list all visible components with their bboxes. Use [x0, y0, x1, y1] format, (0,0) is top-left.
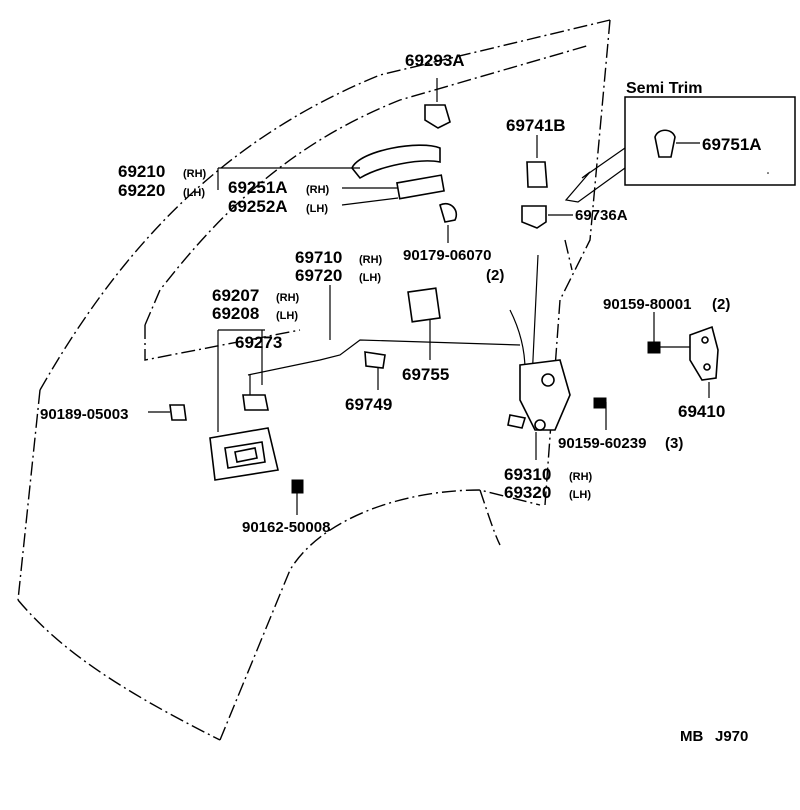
- label-69252A-lh: (LH): [306, 203, 328, 215]
- label-90159-60239: 90159-60239: [558, 435, 646, 452]
- label-69320: 69320: [504, 483, 551, 502]
- label-69410: 69410: [678, 402, 725, 421]
- screw-90162: [291, 479, 304, 494]
- clip-90189: [169, 404, 187, 421]
- label-69310-rh: (RH): [569, 471, 593, 483]
- label-69749: 69749: [345, 395, 392, 414]
- label-semi-trim: Semi Trim: [626, 80, 702, 97]
- label-code-j970: J970: [715, 728, 748, 745]
- label-69293A: 69293A: [405, 51, 465, 70]
- clip-90179: [439, 202, 458, 223]
- label-90159-80001-qty: (2): [712, 296, 730, 313]
- label-69251A: 69251A: [228, 178, 288, 197]
- label-69710-rh: (RH): [359, 254, 383, 266]
- bracket-69293A: [424, 104, 451, 129]
- label-90159-80001: 90159-80001: [603, 296, 691, 313]
- clip-69749: [364, 351, 386, 369]
- label-69208: 69208: [212, 304, 259, 323]
- label-90159-60239-qty: (3): [665, 435, 683, 452]
- label-69251A-rh: (RH): [306, 184, 330, 196]
- part-69741B: [526, 161, 548, 188]
- label-69220: 69220: [118, 181, 165, 200]
- label-69210-rh: (RH): [183, 168, 207, 180]
- label-90179-qty: (2): [486, 267, 504, 284]
- label-69207-rh: (RH): [276, 292, 300, 304]
- label-69720: 69720: [295, 266, 342, 285]
- label-69710: 69710: [295, 248, 342, 267]
- label-90162-50008: 90162-50008: [242, 519, 330, 536]
- label-code-mb: MB: [680, 728, 703, 745]
- semi-trim-inset: [564, 96, 796, 203]
- label-90189-05003: 90189-05003: [40, 406, 128, 423]
- lock-assembly: [507, 359, 607, 460]
- clip-69736A: [521, 205, 547, 229]
- rods: [242, 254, 541, 411]
- label-69736A: 69736A: [575, 207, 628, 224]
- label-69751A: 69751A: [702, 135, 762, 154]
- outside-handle: [217, 78, 458, 243]
- label-69210: 69210: [118, 162, 165, 181]
- label-69220-lh: (LH): [183, 187, 205, 199]
- inside-handle: [148, 329, 304, 515]
- label-69273: 69273: [235, 333, 282, 352]
- label-69741B: 69741B: [506, 116, 566, 135]
- door-outline: [17, 19, 611, 741]
- label-69755: 69755: [402, 365, 449, 384]
- striker-plate: [647, 312, 719, 398]
- label-69320-lh: (LH): [569, 489, 591, 501]
- label-90179-06070: 90179-06070: [403, 247, 491, 264]
- part-69755: [407, 287, 441, 323]
- label-69207: 69207: [212, 286, 259, 305]
- label-69252A: 69252A: [228, 197, 288, 216]
- clip-69273: [242, 394, 269, 411]
- small-parts-upper: [521, 135, 573, 229]
- label-69310: 69310: [504, 465, 551, 484]
- label-69720-lh: (LH): [359, 272, 381, 284]
- part-labels: 69293A 69741B Semi Trim 69751A 69210 (RH…: [40, 51, 762, 745]
- clip-69751A-shape: [654, 129, 676, 158]
- label-69208-lh: (LH): [276, 310, 298, 322]
